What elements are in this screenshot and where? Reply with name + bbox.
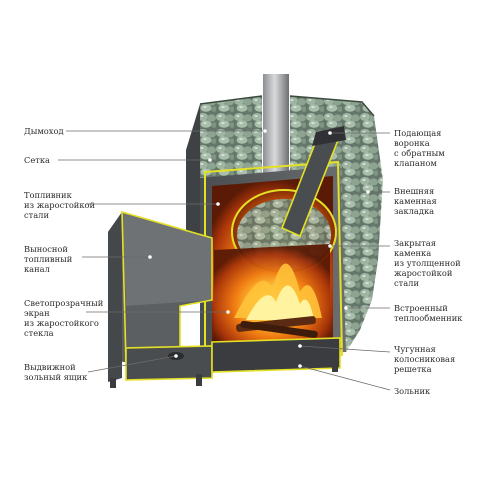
leader-lines [58, 130, 391, 391]
label-teploobmennik: Встроенный теплообменник [394, 303, 463, 323]
leader-reshetka [299, 345, 391, 353]
chimney-pipe [263, 74, 289, 180]
leader-dots [148, 129, 370, 368]
leader-zolnik-box [87, 355, 177, 373]
label-vynosnoy: Выносной топливный канал [24, 244, 73, 274]
label-setka: Сетка [24, 155, 50, 165]
fire-logs [234, 263, 322, 338]
stove-legs [110, 360, 338, 388]
feeding-funnel [280, 126, 346, 238]
label-toplivnik: Топливник из жаростойкой стали [24, 190, 96, 220]
label-reshetka: Чугунная колосниковая решетка [394, 344, 456, 374]
leader-zolnik [299, 365, 391, 391]
label-kamenka: Закрытая каменка из утолщенной жаростойк… [394, 238, 461, 288]
label-dymokhod: Дымоход [24, 126, 64, 136]
label-zolnik-box: Выдвижной зольный ящик [24, 362, 88, 382]
label-vneshnyaya: Внешняя каменная закладка [394, 186, 437, 216]
label-voronka: Подающая воронка с обратным клапаном [394, 128, 445, 168]
label-ekran: Светопрозрачный экран из жаростойкого ст… [24, 298, 104, 338]
label-zolnik: Зольник [394, 386, 431, 396]
